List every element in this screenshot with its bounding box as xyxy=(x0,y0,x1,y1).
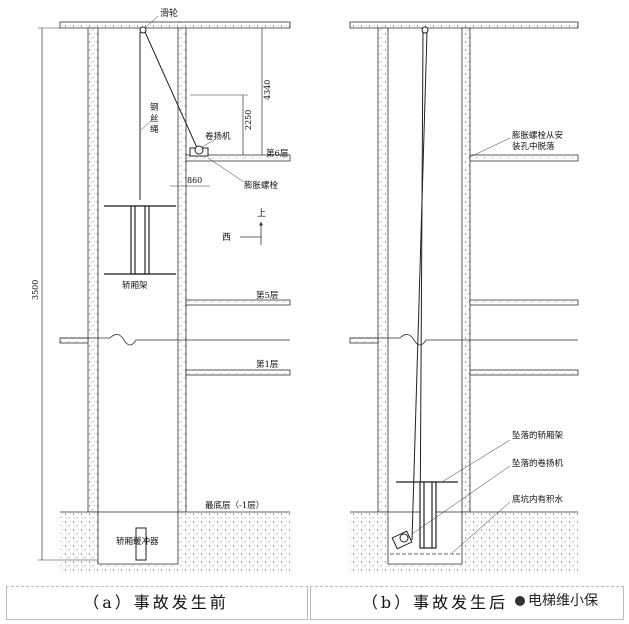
label-rope: 钢丝绳 xyxy=(150,102,159,135)
left-winch xyxy=(189,145,209,157)
right-floor-6 xyxy=(469,154,579,162)
label-bolt-fell-line2: 装孔中脱落 xyxy=(512,141,555,152)
caption-box-left xyxy=(6,586,308,620)
right-pulley xyxy=(421,26,429,34)
right-wall-east xyxy=(461,27,471,513)
left-break-line xyxy=(60,334,290,346)
watermark-text: 电梯维小保 xyxy=(528,593,598,609)
right-floor-2-west xyxy=(349,337,379,344)
label-pulley: 滑轮 xyxy=(160,7,178,19)
label-fallen-frame: 坠落的轿厢架 xyxy=(512,430,564,441)
right-floor-5 xyxy=(469,299,579,306)
left-rope-diagonal xyxy=(144,31,199,151)
left-wall-west xyxy=(87,27,99,513)
left-wall-east xyxy=(177,27,187,513)
label-rope-char: 绳 xyxy=(150,124,159,135)
caption-right: （b）事故发生后 xyxy=(361,593,509,612)
watermark: 电梯维小保 xyxy=(515,590,598,610)
label-dir-up: 上 xyxy=(257,208,266,219)
right-floor-1 xyxy=(469,369,579,376)
left-pulley xyxy=(139,26,147,34)
right-panel: 膨胀螺栓从安装孔中脱落 坠落的轿厢架 坠落的卷扬机 底坑内有积水 xyxy=(349,21,579,572)
label-bolt-fell-line1: 膨胀螺栓从安 xyxy=(512,130,563,141)
right-rope-b xyxy=(411,31,428,541)
label-dim-total: 3500 xyxy=(31,280,40,300)
left-floor-2-west xyxy=(59,337,89,344)
label-bolt-fell-1: 膨胀螺栓从安装孔中脱落 xyxy=(512,130,563,152)
left-floor-5 xyxy=(185,299,291,306)
label-buffer: 轿厢缓冲器 xyxy=(116,536,159,547)
left-car-frame xyxy=(104,205,176,275)
right-wall-west xyxy=(377,27,389,513)
caption-left: （a）事故发生前 xyxy=(83,593,229,612)
label-bottom-floor: 最底层（-1层） xyxy=(205,500,264,511)
label-winch: 卷扬机 xyxy=(205,131,231,142)
right-break-line xyxy=(350,334,578,346)
label-bolt: 膨胀螺栓 xyxy=(244,180,279,191)
left-floor-6 xyxy=(185,154,291,162)
left-buffer xyxy=(135,527,147,561)
label-floor-5: 第5层 xyxy=(256,290,278,301)
label-dir-west: 西 xyxy=(222,232,231,243)
label-rope-char: 钢 xyxy=(150,102,159,113)
right-pit-ground xyxy=(350,512,578,572)
label-pit-water: 底坑内有积水 xyxy=(512,494,564,505)
label-floor-1: 第1层 xyxy=(256,359,278,370)
label-fallen-winch: 坠落的卷扬机 xyxy=(512,458,564,469)
label-dim-upper: 4340 xyxy=(263,80,272,100)
caption-box-right xyxy=(310,586,624,620)
right-fallen-winch xyxy=(391,530,413,550)
wechat-icon xyxy=(515,596,525,606)
left-floor-1 xyxy=(185,369,291,376)
right-fallen-frame xyxy=(396,481,458,549)
label-dim-offset: 860 xyxy=(187,176,202,185)
right-rope-a xyxy=(419,31,424,541)
left-panel: 滑轮 钢丝绳 卷扬机 膨胀螺栓 第6层 第5层 第1层 最底层（-1层） 轿厢架… xyxy=(31,7,291,572)
left-ceiling xyxy=(59,21,291,29)
label-floor-6: 第6层 xyxy=(266,148,288,159)
label-dim-lower: 2250 xyxy=(244,110,253,130)
label-rope-char: 丝 xyxy=(150,113,159,124)
right-ceiling xyxy=(349,21,579,29)
label-car-frame: 轿厢架 xyxy=(122,280,148,291)
